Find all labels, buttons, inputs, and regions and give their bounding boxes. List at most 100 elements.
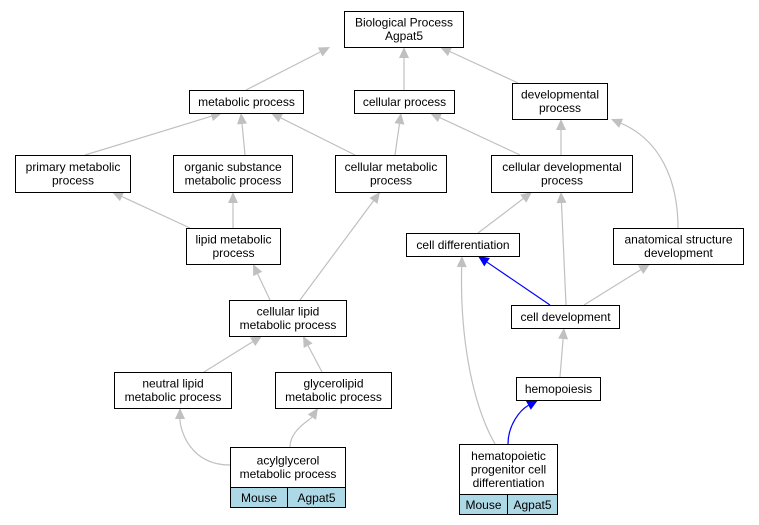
edge-celllipid-to-lipid <box>257 273 271 301</box>
node-label-line: progenitor cell <box>471 462 546 476</box>
arrowhead-lipid-to-primary <box>112 192 125 202</box>
edge-acyl-to-neutral <box>179 418 231 466</box>
node-hemopoiesis[interactable]: hemopoiesis <box>516 377 601 401</box>
node-box <box>335 155 447 193</box>
edge-celldev-to-anatomical <box>583 269 641 306</box>
arrowhead-acyl-to-neutral <box>175 408 185 419</box>
arrowhead-organic-to-metabolic <box>237 113 248 125</box>
edge-celldevproc-to-cellular <box>439 117 521 156</box>
node-box <box>186 228 281 265</box>
gene-label: Agpat5 <box>513 498 551 512</box>
node-label-line: glycerolipid <box>303 377 363 391</box>
node-box <box>230 447 346 488</box>
node-label-line: anatomical structure <box>624 233 732 247</box>
node-box <box>114 372 232 409</box>
node-label-line: cellular lipid <box>257 305 320 319</box>
node-celldev[interactable]: cell development <box>511 305 620 329</box>
node-box <box>275 372 392 409</box>
node-label-line: cell development <box>520 310 611 324</box>
gene-label: Agpat5 <box>297 491 335 505</box>
node-cellular[interactable]: cellular process <box>354 90 455 114</box>
arrowhead-glycero-to-celllipid <box>303 336 313 349</box>
arrowhead-celldevproc-to-developmental <box>556 119 566 130</box>
arrowhead-celldev-to-celldevproc <box>556 192 567 204</box>
node-label-line: development <box>644 246 713 260</box>
edge-anatomical-to-developmental <box>620 122 679 229</box>
node-box <box>229 300 347 337</box>
node-label-line: Biological Process <box>355 16 453 30</box>
arrowhead-hemato-to-celldiff <box>456 256 467 268</box>
node-label-line: metabolic process <box>125 390 222 404</box>
node-metabolic[interactable]: metabolic process <box>189 90 304 114</box>
arrowhead-celldev-to-celldiff <box>478 256 490 267</box>
arrowhead-cellmetab-to-cellular <box>394 113 405 125</box>
arrowhead-metabolic-to-bp <box>317 47 330 57</box>
node-label-line: hemopoiesis <box>525 382 592 396</box>
species-label: Mouse <box>241 491 277 505</box>
edge-hemato-to-hemopoiesis <box>507 404 529 445</box>
node-label-line: metabolic process <box>185 174 282 188</box>
node-label-line: process <box>541 174 583 188</box>
edges-layer <box>84 47 679 466</box>
node-label-line: cell differentiation <box>416 238 509 252</box>
node-label-line: process <box>212 246 254 260</box>
node-label-line: hematopoietic <box>471 449 546 463</box>
arrowhead-celldiff-to-celldevproc <box>520 192 532 203</box>
node-box <box>613 228 744 265</box>
arrowhead-neutral-to-celllipid <box>250 336 262 347</box>
node-label-line: cellular process <box>363 95 446 109</box>
node-box <box>491 155 633 193</box>
edge-hemopoiesis-to-celldev <box>559 338 564 378</box>
edge-celldev-to-celldevproc <box>560 202 567 306</box>
gene-cell: Agpat5 <box>287 487 346 508</box>
arrowhead-hemopoiesis-to-celldev <box>558 328 569 340</box>
node-box <box>15 155 131 193</box>
arrowhead-anatomical-to-developmental <box>611 118 624 128</box>
node-label-line: differentiation <box>473 476 545 490</box>
node-box <box>459 444 558 495</box>
edge-cellmetab-to-cellular <box>394 123 401 156</box>
annotation-cell-box <box>287 487 346 508</box>
node-label-line: cellular developmental <box>502 160 621 174</box>
node-label-line: developmental <box>521 88 599 102</box>
arrowhead-celllipid-to-lipid <box>253 264 263 277</box>
node-box <box>354 90 455 114</box>
gene-cell: Agpat5 <box>507 494 558 515</box>
edge-acyl-to-glycero <box>289 416 313 448</box>
node-label-line: process <box>52 174 94 188</box>
edge-glycero-to-celllipid <box>307 345 323 373</box>
node-celldiff[interactable]: cell differentiation <box>406 233 520 257</box>
node-label-line: Agpat5 <box>385 29 423 43</box>
edge-primary-to-metabolic <box>84 115 212 156</box>
arrowhead-celllipid-to-cellmetab <box>369 192 380 204</box>
edge-celldiff-to-celldevproc <box>477 198 524 234</box>
node-box <box>511 305 620 329</box>
node-label-line: cellular metabolic <box>345 160 438 174</box>
edge-lipid-to-primary <box>121 196 191 229</box>
node-label-line: lipid metabolic <box>195 233 271 247</box>
arrowhead-lipid-to-organic <box>228 192 238 203</box>
species-cell: Mouse <box>230 487 288 508</box>
arrowhead-developmental-to-bp <box>440 47 453 57</box>
edge-celldev-to-celldiff <box>486 261 551 306</box>
node-label-line: neutral lipid <box>142 377 203 391</box>
arrowhead-cellular-to-bp <box>399 47 409 58</box>
arrowhead-hemato-to-hemopoiesis <box>525 400 538 410</box>
node-label-line: primary metabolic <box>26 160 121 174</box>
annotation-cell-box <box>507 494 558 515</box>
edge-metabolic-to-bp <box>245 51 321 91</box>
